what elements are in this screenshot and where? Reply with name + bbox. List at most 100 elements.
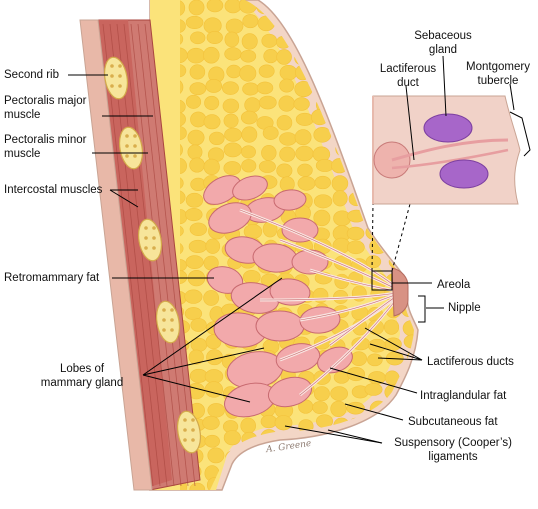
- gland-lobe: [317, 346, 353, 374]
- fat-lobule: [294, 129, 312, 146]
- leader-line: [509, 83, 515, 111]
- fat-lobule: [188, 349, 204, 365]
- fat-lobule: [180, 99, 186, 114]
- fat-lobule: [406, 370, 414, 385]
- fat-lobule: [369, 18, 385, 35]
- inset-duct-branch: [391, 148, 509, 170]
- gland-lobe: [255, 310, 305, 342]
- fat-lobule: [224, 31, 240, 48]
- fat-lobule: [203, 17, 222, 34]
- fat-lobule: [331, 175, 349, 192]
- rib-bone: [118, 126, 144, 170]
- rib-marrow-dot: [162, 308, 166, 312]
- fat-lobule: [313, 31, 331, 48]
- fat-lobule: [311, 449, 327, 463]
- fat-lobule: [180, 224, 184, 238]
- fat-lobule: [295, 466, 312, 480]
- fat-lobule: [400, 0, 414, 16]
- fat-lobule: [349, 47, 367, 62]
- fat-lobule: [315, 46, 332, 62]
- label-retromammary-fat: Retromammary fat: [4, 272, 100, 284]
- fat-lobule: [225, 18, 244, 34]
- leader-line: [405, 85, 415, 161]
- fat-lobule: [189, 368, 208, 383]
- rib-marrow-dot: [133, 144, 137, 148]
- fat-lobule: [328, 18, 347, 33]
- fat-lobule: [224, 47, 242, 61]
- fat-lobule: [367, 212, 385, 226]
- fat-lobule: [184, 289, 203, 304]
- fat-lobule: [256, 81, 274, 95]
- fat-lobule: [367, 45, 383, 61]
- label-lactiferous-duct: Lactiferous duct: [379, 63, 437, 89]
- fat-lobule: [364, 465, 382, 480]
- fat-lobule: [241, 33, 258, 50]
- fat-lobule: [258, 160, 276, 173]
- fat-lobule: [312, 401, 328, 415]
- fat-lobule: [315, 159, 334, 172]
- muscle-fiber: [137, 23, 189, 487]
- fat-lobule: [242, 14, 259, 29]
- rib-marrow-dot: [162, 318, 166, 322]
- fat-lobule: [346, 226, 365, 241]
- fat-lobule: [388, 418, 406, 435]
- muscle-fiber: [102, 23, 154, 487]
- fat-lobule: [261, 33, 278, 48]
- fat-lobule: [297, 450, 315, 465]
- fat-lobule: [279, 64, 298, 81]
- label-second-rib: Second rib: [4, 69, 59, 81]
- fat-lobule: [276, 451, 292, 466]
- fat-lobule: [188, 239, 208, 254]
- fat-lobule: [203, 290, 220, 306]
- fat-lobule: [385, 33, 403, 50]
- fat-lobule: [240, 110, 258, 125]
- fat-lobule: [189, 222, 207, 236]
- fat-lobule: [350, 95, 365, 110]
- fat-lobule: [310, 435, 329, 451]
- rib-marrow-dot: [152, 236, 156, 240]
- fat-lobule: [367, 353, 383, 367]
- fat-lobule: [206, 349, 223, 366]
- leader-line: [327, 429, 383, 444]
- fat-lobule: [180, 142, 183, 158]
- rib-marrow-dot: [191, 418, 195, 422]
- rib-bone: [103, 56, 129, 100]
- fat-lobule: [402, 239, 414, 253]
- fat-lobule: [241, 145, 256, 159]
- fat-lobule: [190, 318, 207, 332]
- fat-lobule: [204, 381, 223, 398]
- leader-line: [109, 189, 139, 208]
- rib-marrow-dot: [133, 154, 137, 158]
- leader-line: [369, 343, 423, 361]
- fat-lobule: [281, 467, 297, 481]
- rib-marrow-dot: [183, 428, 187, 432]
- fat-lobule: [382, 208, 400, 225]
- fat-lobule: [259, 479, 277, 490]
- fat-lobule: [313, 18, 331, 34]
- fat-lobule: [209, 131, 225, 146]
- fat-lobule: [313, 194, 333, 209]
- fat-lobule: [297, 176, 316, 191]
- label-intercostal-muscles: Intercostal muscles: [4, 184, 103, 196]
- fat-lobule: [222, 98, 240, 114]
- leader-lines: [68, 55, 515, 444]
- fat-lobule: [239, 65, 257, 82]
- fat-lobule: [187, 144, 203, 160]
- label-sebaceous-gland: Sebaceous gland: [414, 30, 472, 56]
- fat-lobule: [313, 209, 331, 227]
- fat-lobule: [295, 112, 314, 126]
- fat-lobule: [332, 190, 348, 207]
- sebaceous-gland-lower: [439, 159, 489, 189]
- fat-lobule: [295, 145, 314, 162]
- fat-lobule: [240, 482, 259, 490]
- fat-lobule: [276, 114, 293, 131]
- fat-lobule: [180, 189, 186, 205]
- fat-lobule: [351, 66, 369, 81]
- rib-marrow-dot: [118, 64, 122, 68]
- rib-bone: [176, 410, 202, 454]
- fat-lobule: [365, 448, 384, 464]
- rib-marrow-dot: [191, 428, 195, 432]
- nipple: [391, 267, 409, 317]
- fat-lobule: [333, 81, 351, 98]
